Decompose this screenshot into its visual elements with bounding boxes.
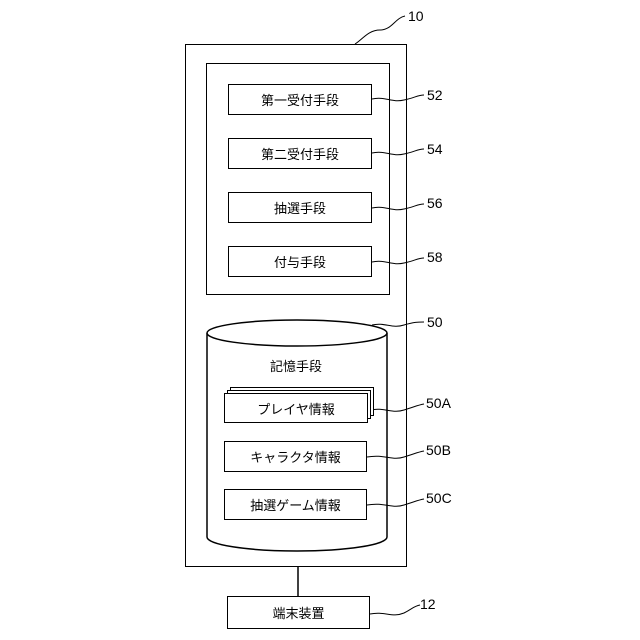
terminal-box: 端末装置 [227,596,370,629]
item-ref-50A: 50A [426,395,451,411]
server-ref: 10 [408,8,424,24]
unit-ref-52: 52 [427,87,443,103]
item-ref-50C: 50C [426,490,452,506]
leader-10 [355,16,405,44]
storage-ref: 50 [427,314,443,330]
unit-box-58: 付与手段 [228,246,372,277]
unit-ref-58: 58 [427,249,443,265]
storage-title: 記憶手段 [270,356,322,375]
item-box-50C: 抽選ゲーム情報 [224,489,367,520]
leader-12 [370,605,420,615]
unit-ref-56: 56 [427,195,443,211]
item-box-50A: プレイヤ情報 [224,393,368,423]
unit-box-52: 第一受付手段 [228,84,372,115]
unit-ref-54: 54 [427,141,443,157]
unit-box-54: 第二受付手段 [228,138,372,169]
item-ref-50B: 50B [426,442,451,458]
terminal-ref: 12 [420,596,436,612]
unit-box-56: 抽選手段 [228,192,372,223]
item-box-50B: キャラクタ情報 [224,441,367,472]
